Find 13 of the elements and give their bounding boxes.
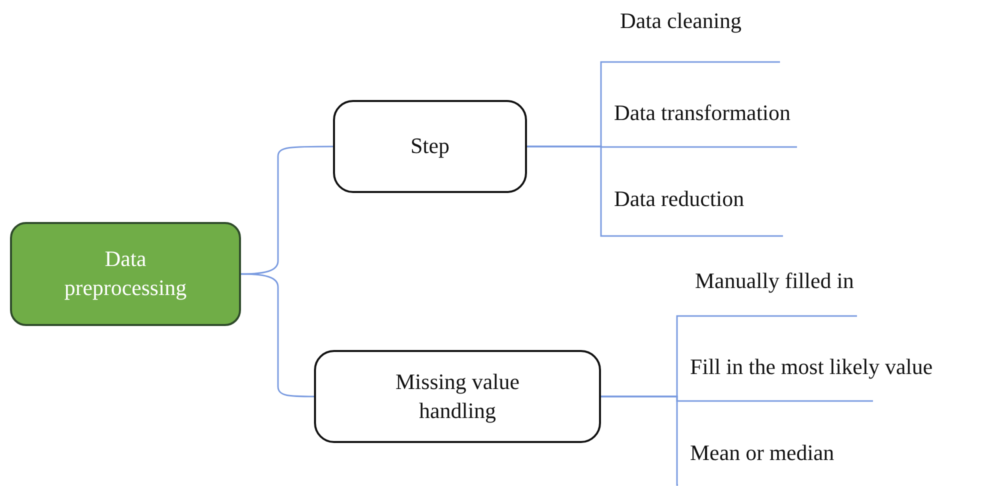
subtopic-label: Data cleaning [620, 8, 742, 34]
subtopic-label: Data transformation [614, 100, 791, 126]
connector-line [241, 146, 333, 275]
subtopic-label: Manually filled in [695, 268, 854, 294]
subtopic-label: Fill in the most likely value [690, 354, 933, 380]
topic-box: Step [333, 100, 527, 193]
subtopic-label: Mean or median [690, 440, 834, 466]
connector-line [241, 273, 314, 398]
connector-line [527, 146, 602, 237]
topic-box: Missing value handling [314, 350, 601, 443]
root-topic-box: Data preprocessing [10, 222, 241, 326]
subtopic-label: Data reduction [614, 186, 744, 212]
connector-line [601, 396, 678, 486]
